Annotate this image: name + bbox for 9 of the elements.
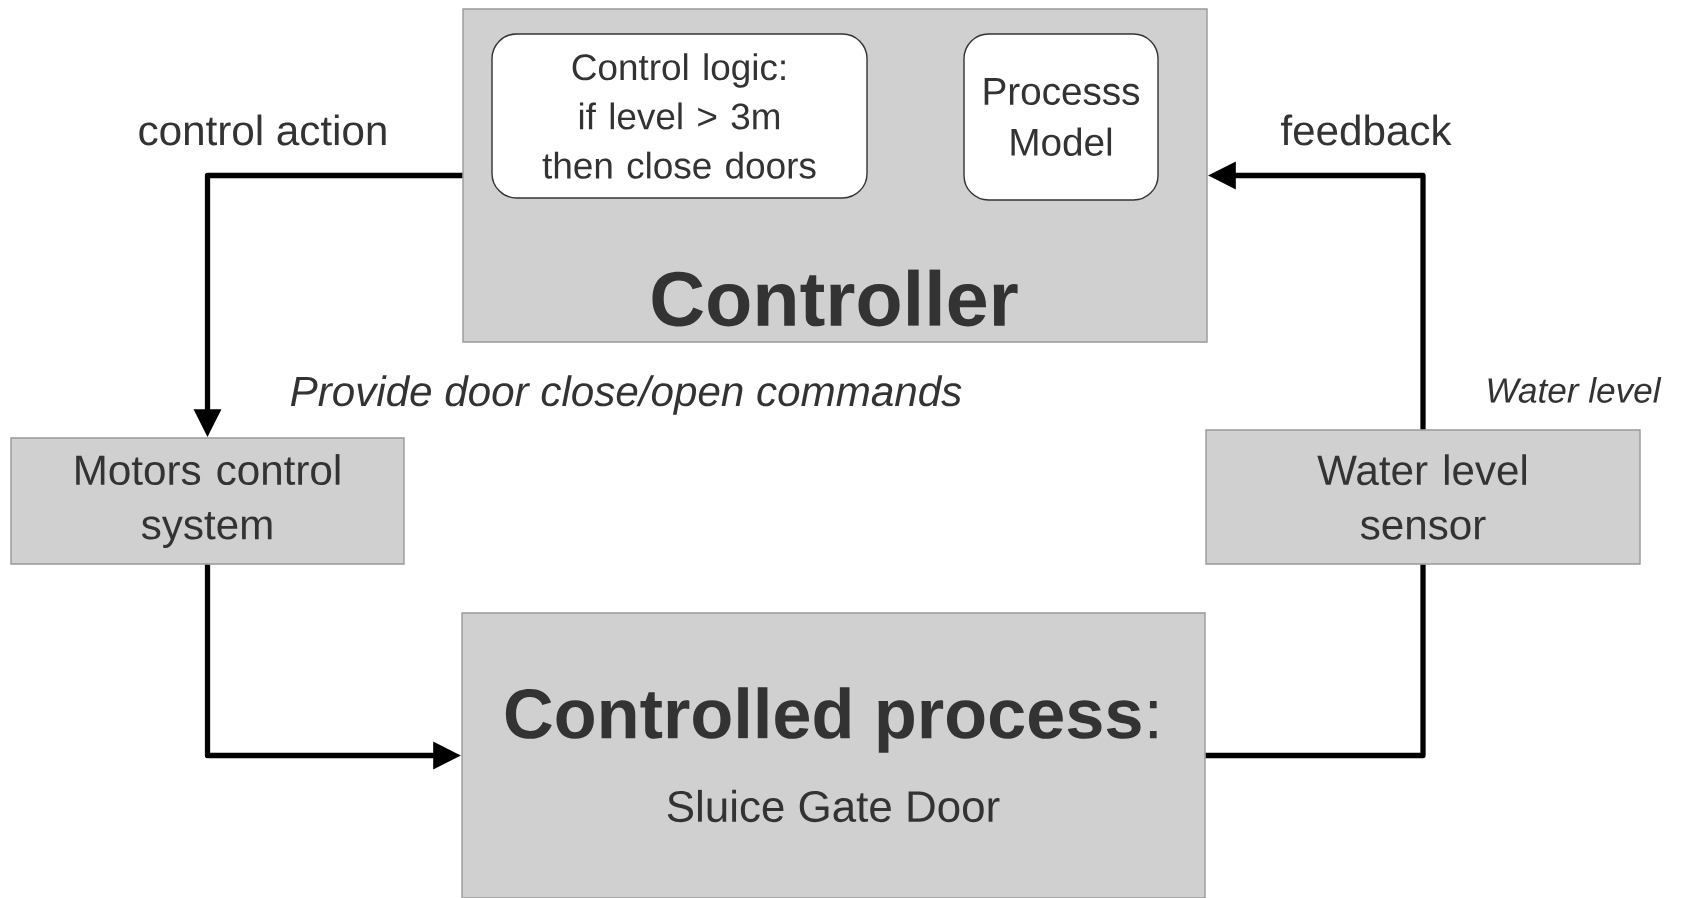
model-box: Processs Model: [963, 33, 1159, 201]
logic-box: Control logic: if level > 3m then close doors: [491, 33, 868, 199]
edge-label: feedback: [1276, 111, 1456, 149]
note-text: Provide door close/open commands: [290, 375, 962, 415]
process-box: Controlled process: Sluice Gate Door: [461, 612, 1206, 898]
sensor-box: Water level sensor: [1205, 429, 1641, 565]
process-box: Motors control system: [10, 437, 405, 565]
edge-label: control action: [134, 111, 392, 149]
note-text: Water level: [1488, 377, 1662, 403]
